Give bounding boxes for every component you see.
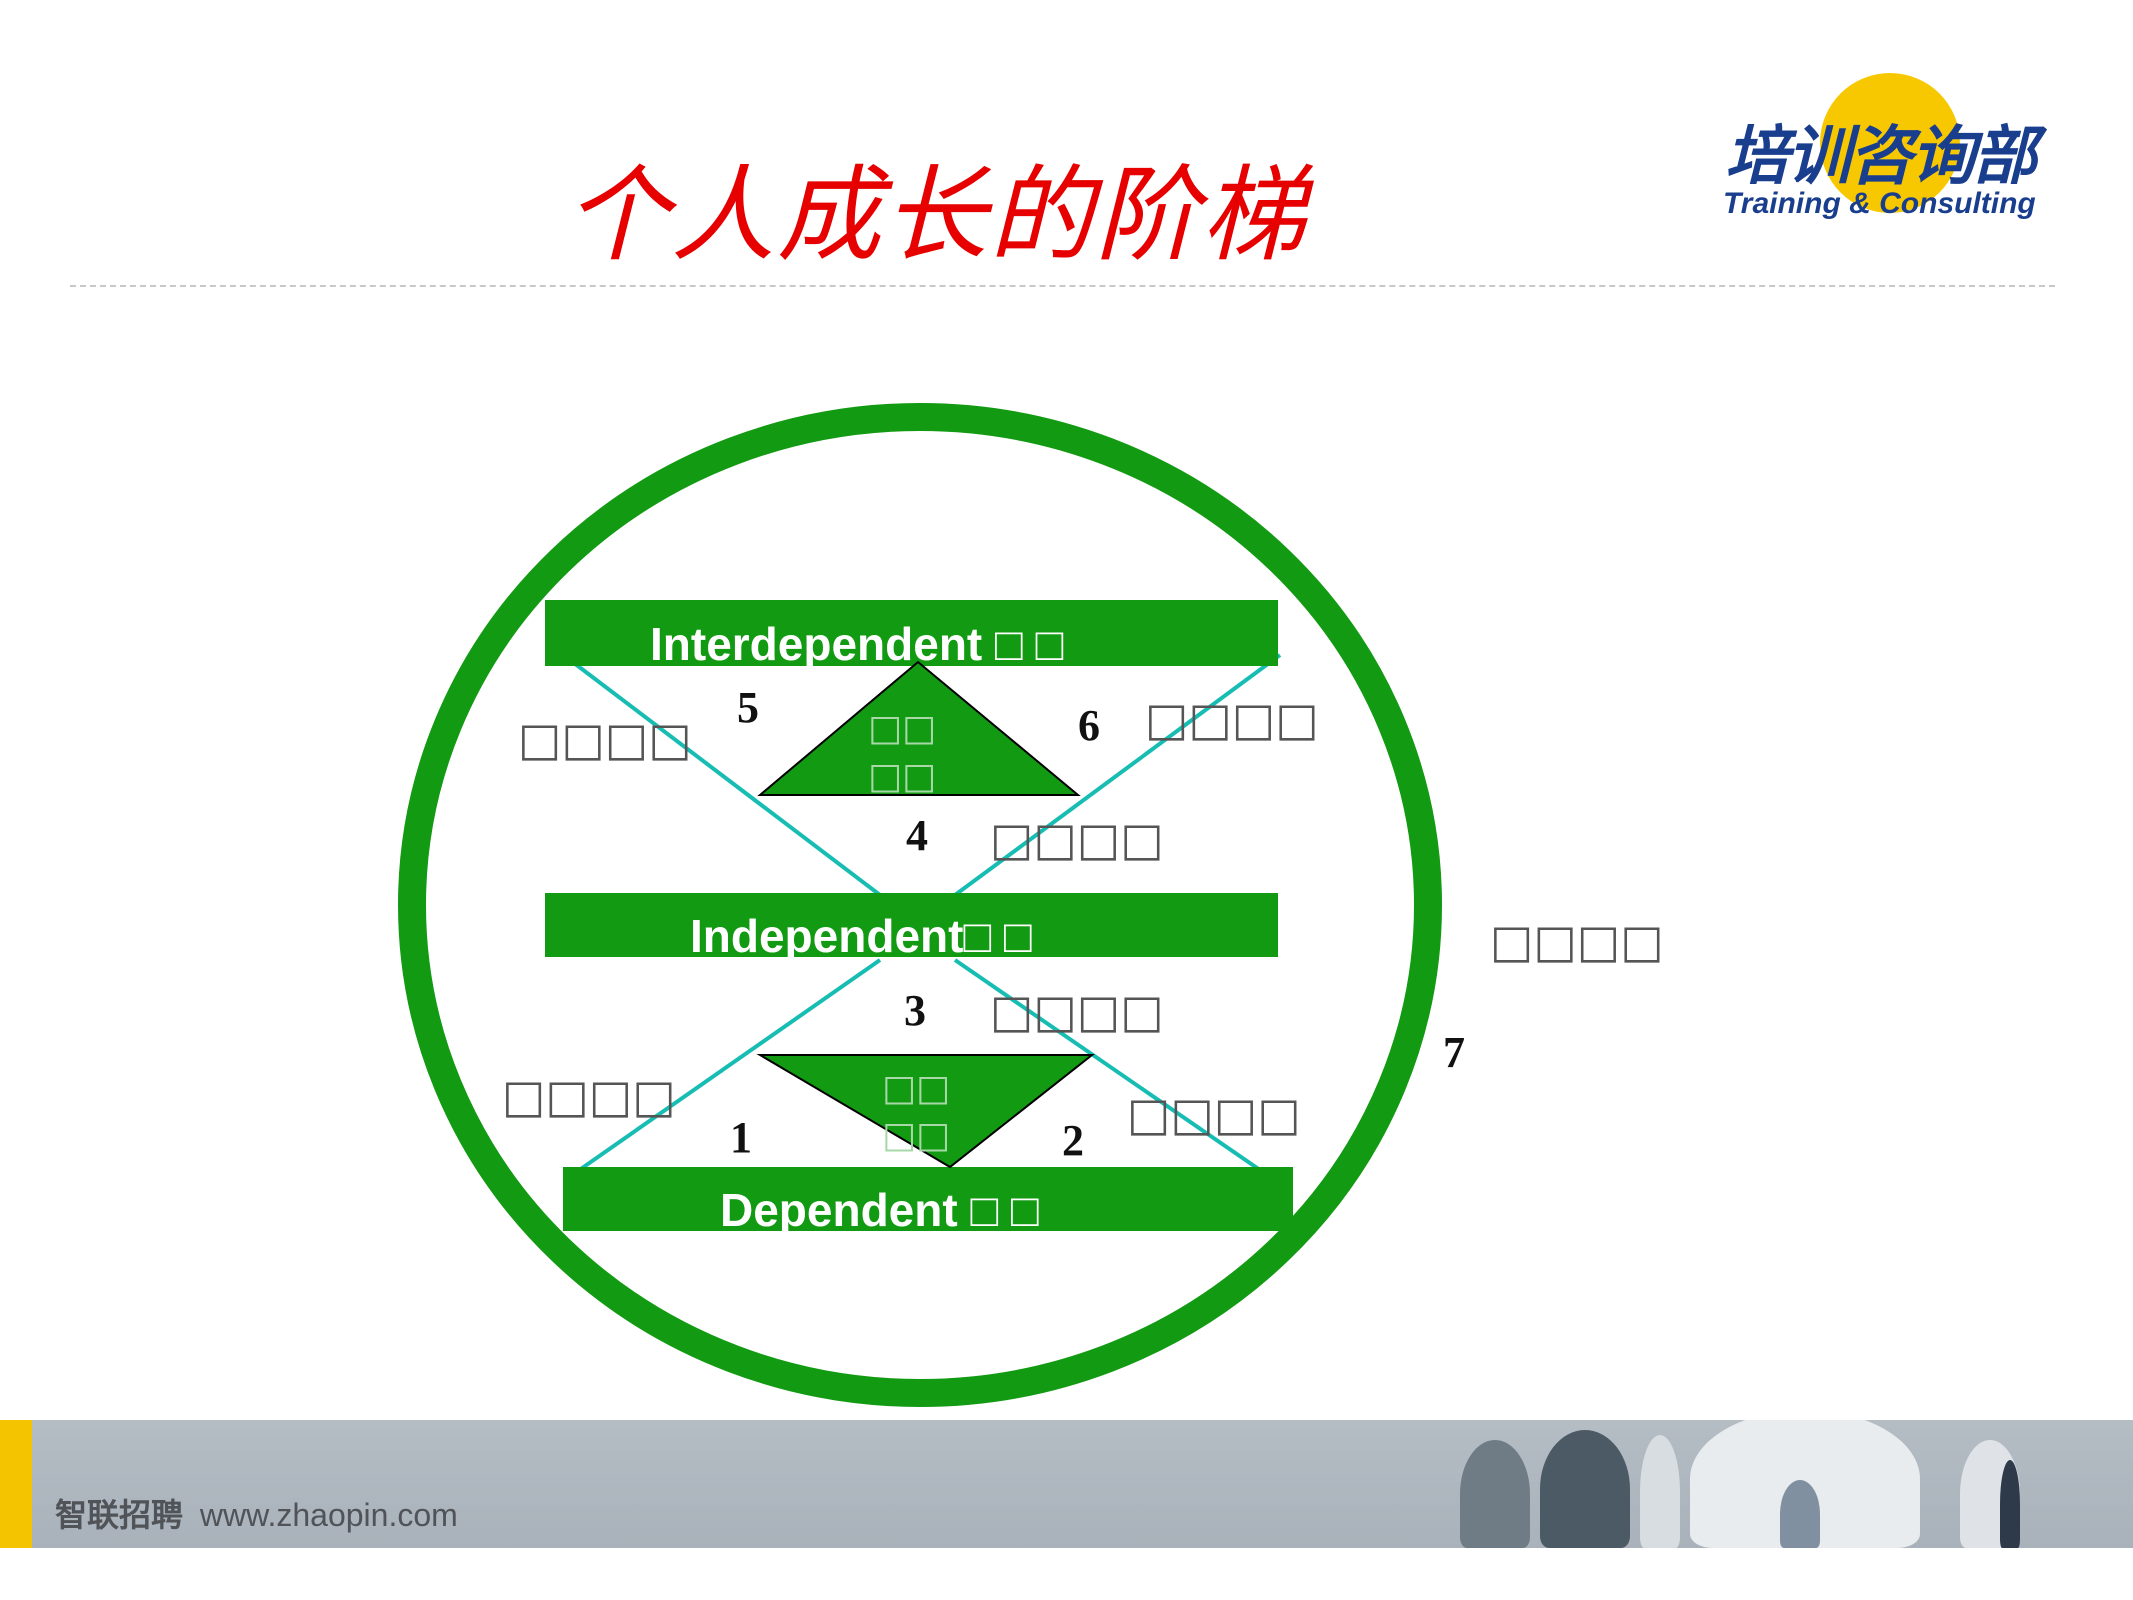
interdependent-bar (545, 600, 1278, 666)
footer-accent-bar (0, 1420, 32, 1548)
footer-brand-chinese: 智联招聘 (55, 1496, 184, 1534)
side-label-3: □□□□ (990, 984, 1164, 1038)
number-7: 7 (1443, 1028, 1465, 1077)
logo-chinese-text: 培训咨询部 (1725, 120, 2037, 194)
bottom-triangle-line-1: □□ (882, 1068, 950, 1109)
outer-circle (398, 403, 1442, 1407)
number-5: 5 (737, 683, 759, 732)
top-triangle-line-2: □□ (868, 756, 936, 797)
header-divider (70, 285, 2055, 287)
logo-english-text: Training & Consulting (1723, 187, 2036, 220)
cross-line-top-left (568, 658, 882, 897)
cross-line-top-right (953, 653, 1282, 897)
growth-ladder-diagram: Interdependent □ □ Independent□ □ Depend… (398, 403, 1664, 1407)
business-people-photo (1440, 1420, 2133, 1548)
cross-line-bottom-left (563, 958, 882, 1182)
side-label-7: □□□□ (1490, 914, 1664, 968)
independent-bar (545, 893, 1278, 957)
training-consulting-logo: 培训咨询部 Training & Consulting (1705, 65, 2075, 235)
independent-label: Independent□ □ (690, 910, 1032, 962)
number-6: 6 (1078, 701, 1100, 750)
number-1: 1 (730, 1113, 752, 1162)
top-triangle-line-1: □□ (868, 708, 936, 749)
footer-banner: 智联招聘 www.zhaopin.com (0, 1420, 2133, 1548)
side-label-5: □□□□ (518, 712, 692, 766)
number-2: 2 (1062, 1116, 1084, 1165)
footer-brand-url: www.zhaopin.com (199, 1497, 458, 1533)
dependent-label: Dependent □ □ (720, 1184, 1039, 1236)
side-label-1: □□□□ (502, 1069, 676, 1123)
number-3: 3 (904, 986, 926, 1035)
side-label-6: □□□□ (1145, 692, 1319, 746)
bottom-triangle-line-2: □□ (882, 1115, 950, 1156)
side-label-2: □□□□ (1127, 1087, 1301, 1141)
dependent-bar (563, 1167, 1293, 1231)
top-triangle (757, 660, 1081, 796)
bottom-triangle (756, 1054, 1095, 1169)
interdependent-label: Interdependent □ □ (650, 618, 1064, 670)
page-title: 个人成长的阶梯 (565, 159, 1308, 274)
sun-logo-icon (1820, 73, 1960, 213)
number-4: 4 (906, 811, 928, 860)
footer-brand: 智联招聘 www.zhaopin.com (55, 1490, 458, 1536)
side-label-4: □□□□ (990, 812, 1164, 866)
cross-line-bottom-right (953, 958, 1262, 1172)
